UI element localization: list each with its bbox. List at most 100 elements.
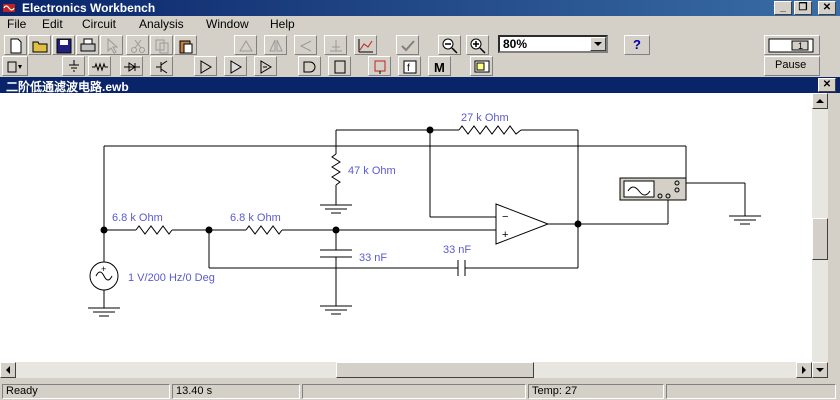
- close-button[interactable]: ✕: [818, 1, 836, 15]
- create-subcircuit-button[interactable]: [354, 35, 377, 55]
- pause-button[interactable]: Pause: [764, 56, 820, 76]
- diodes-bin-button[interactable]: [120, 56, 143, 76]
- sources-bin-button[interactable]: [62, 56, 85, 76]
- flip-vertical-icon: [299, 40, 312, 52]
- oscilloscope[interactable]: [619, 177, 687, 201]
- indicators-bin-button[interactable]: [368, 56, 391, 76]
- circuit-canvas[interactable]: − + + 27 k Ohm 47 k Ohm 6.8 k Ohm 6.8 k …: [0, 93, 812, 362]
- copy-button[interactable]: [150, 35, 173, 55]
- open-button[interactable]: [28, 35, 51, 55]
- horizontal-scrollbar[interactable]: [0, 362, 812, 378]
- horizontal-scroll-thumb[interactable]: [336, 362, 534, 378]
- check-icon: [401, 40, 415, 52]
- scroll-down-button[interactable]: [812, 362, 828, 378]
- component-properties-button[interactable]: [324, 35, 347, 55]
- help-label: ?: [633, 37, 641, 52]
- cursor-icon: [107, 38, 119, 54]
- zoom-in-button[interactable]: [466, 35, 489, 55]
- app-icon: [3, 4, 15, 12]
- favorites-bin-button[interactable]: [2, 56, 28, 76]
- controls-icon: f: [403, 60, 417, 74]
- save-button[interactable]: [52, 35, 75, 55]
- graph-icon: [358, 39, 373, 53]
- menu-edit[interactable]: Edit: [42, 17, 63, 31]
- component-properties-icon: [330, 40, 342, 52]
- paste-clipboard-icon: [179, 40, 193, 54]
- resistor-47k: [331, 153, 341, 186]
- label-r-feedback: 27 k Ohm: [461, 112, 509, 124]
- restore-button[interactable]: ❐: [794, 1, 812, 15]
- scroll-right-button[interactable]: [796, 362, 812, 378]
- scroll-left-button[interactable]: [0, 362, 16, 378]
- menu-circuit[interactable]: Circuit: [82, 17, 117, 31]
- svg-text:M: M: [434, 60, 445, 75]
- junction-3: [205, 226, 213, 234]
- document-title-bar: 二阶低通滤波电路.ewb ✕: [0, 77, 840, 94]
- label-r-input2: 6.8 k Ohm: [230, 212, 281, 224]
- print-button[interactable]: [76, 35, 99, 55]
- controls-bin-button[interactable]: f: [398, 56, 421, 76]
- source-plus: +: [101, 264, 106, 274]
- status-time: 13.40 s: [172, 384, 300, 399]
- new-button[interactable]: [4, 35, 27, 55]
- paste-button[interactable]: [174, 35, 197, 55]
- status-state: Ready: [2, 384, 170, 399]
- menu-window[interactable]: Window: [206, 17, 249, 31]
- resistor-icon: [92, 62, 108, 72]
- flip-vertical-button[interactable]: [294, 35, 317, 55]
- transistors-bin-button[interactable]: [150, 56, 173, 76]
- logic-gates-bin-button[interactable]: [298, 56, 321, 76]
- document-close-button[interactable]: ✕: [818, 78, 836, 92]
- window-title: Electronics Workbench: [22, 1, 156, 15]
- mixed-ics-bin-button[interactable]: [224, 56, 247, 76]
- status-empty: [302, 384, 526, 399]
- zoom-out-button[interactable]: [438, 35, 461, 55]
- rotate-button[interactable]: [234, 35, 257, 55]
- document-title: 二阶低通滤波电路.ewb: [6, 80, 129, 94]
- junction-4: [332, 226, 340, 234]
- transistor-icon: [156, 60, 168, 74]
- zoom-dropdown-arrow[interactable]: [590, 37, 606, 51]
- digital-ic-icon: [260, 60, 272, 74]
- minimize-button[interactable]: _: [774, 1, 792, 15]
- power-switch[interactable]: 1: [764, 35, 820, 55]
- pointer-button[interactable]: [100, 35, 123, 55]
- diode-icon: [124, 62, 140, 72]
- analog-ics-bin-button[interactable]: [194, 56, 217, 76]
- status-extra: [666, 384, 836, 399]
- logic-gate-icon: [303, 61, 316, 73]
- resistor-6k8-2: [245, 225, 283, 235]
- status-temp: Temp: 27: [528, 384, 664, 399]
- pause-label: Pause: [775, 59, 807, 71]
- cut-button[interactable]: [126, 35, 149, 55]
- menu-analysis[interactable]: Analysis: [139, 17, 184, 31]
- help-button[interactable]: ?: [624, 35, 650, 55]
- zoom-select[interactable]: 80%: [498, 35, 608, 53]
- flip-horizontal-button[interactable]: [264, 35, 287, 55]
- chevron-down-icon: [594, 42, 602, 46]
- vertical-scrollbar[interactable]: [812, 93, 828, 378]
- instruments-bin-button[interactable]: [470, 56, 493, 76]
- flipflop-icon: [334, 60, 346, 74]
- analysis-graphs-button[interactable]: [396, 35, 419, 55]
- opamp-plus: +: [502, 229, 508, 241]
- power-switch-icon: 1: [768, 38, 814, 53]
- label-r-input1: 6.8 k Ohm: [112, 212, 163, 224]
- digital-ics-bin-button[interactable]: [254, 56, 277, 76]
- miscellaneous-bin-button[interactable]: M: [428, 56, 451, 76]
- arrow-right-icon: [802, 366, 806, 374]
- analog-ic-icon: [200, 60, 212, 74]
- menu-file[interactable]: File: [7, 17, 27, 31]
- digital-bin-button[interactable]: [328, 56, 351, 76]
- vertical-scroll-thumb[interactable]: [812, 218, 828, 260]
- basic-bin-button[interactable]: [88, 56, 111, 76]
- new-file-icon: [10, 38, 22, 54]
- scroll-up-button[interactable]: [812, 93, 828, 109]
- main-toolbar: ? 1: [0, 34, 840, 56]
- opamp: [495, 203, 550, 245]
- status-bar: Ready 13.40 s Temp: 27: [0, 382, 840, 400]
- menu-help[interactable]: Help: [270, 17, 295, 31]
- zoom-in-icon: [470, 38, 486, 54]
- label-c-feedback: 33 nF: [443, 244, 471, 256]
- label-source: 1 V/200 Hz/0 Deg: [128, 272, 215, 284]
